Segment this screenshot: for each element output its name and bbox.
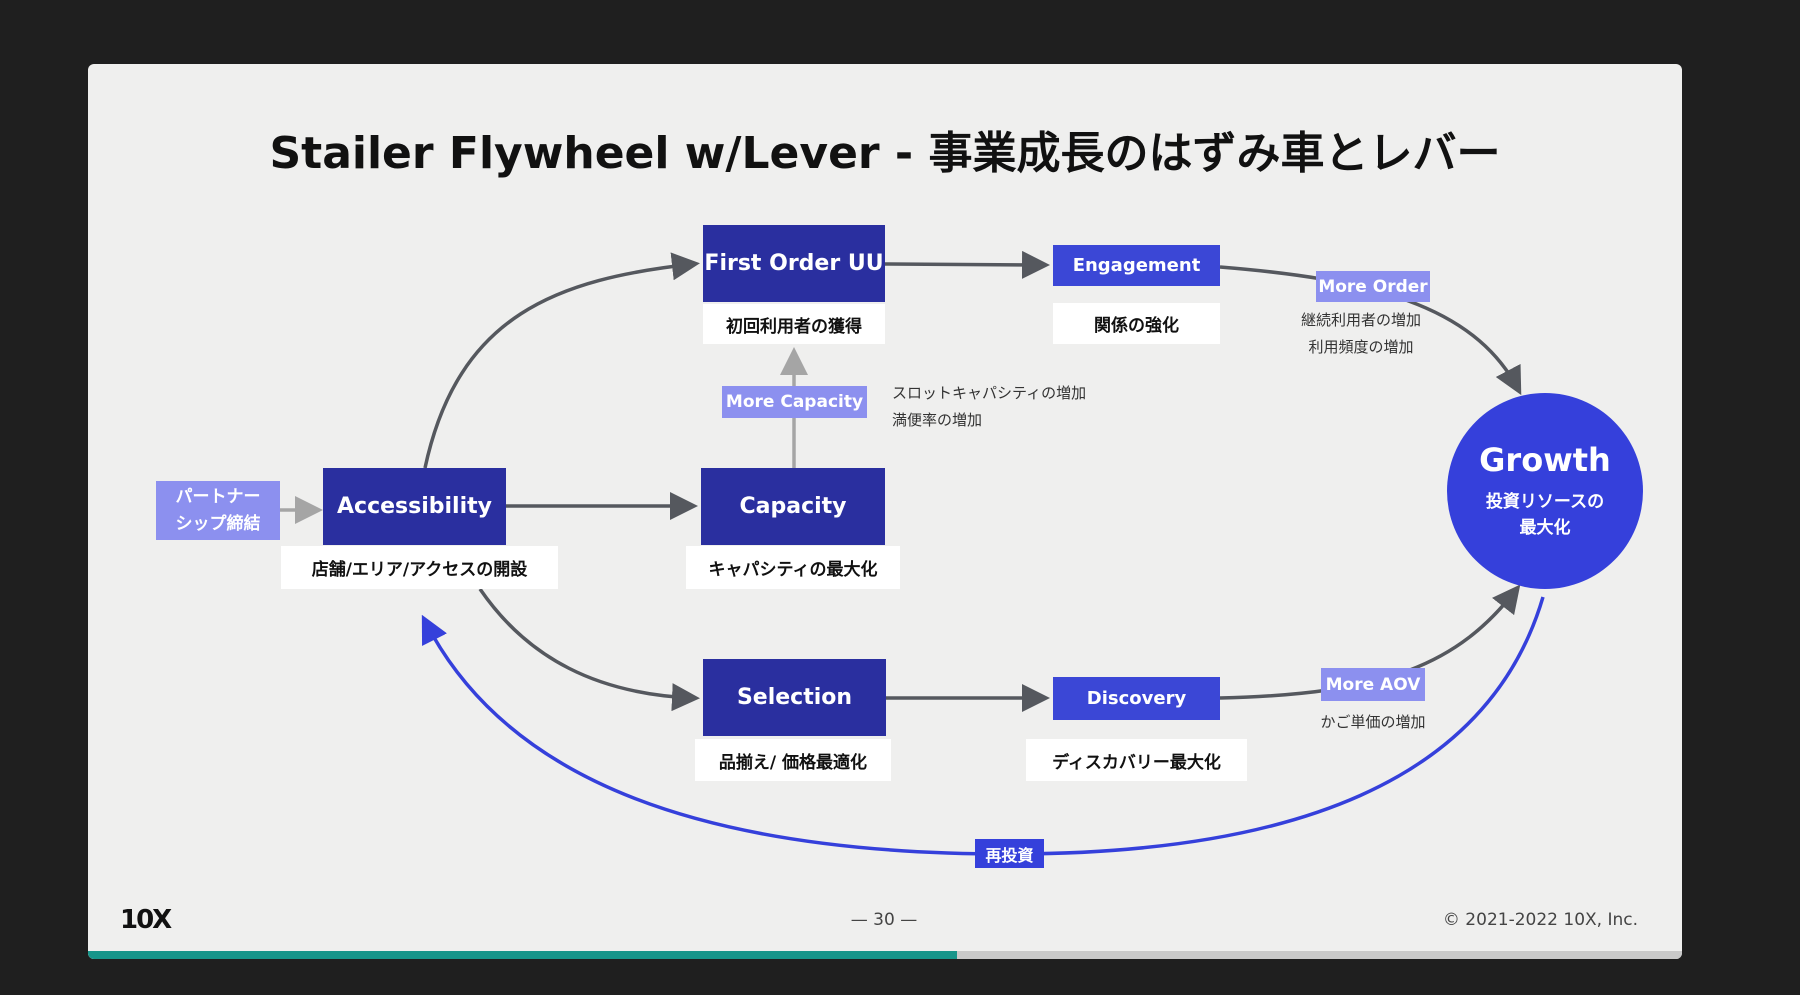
more-order-note-2: 利用頻度の増加: [1308, 338, 1414, 356]
node-capacity: Capacity: [701, 468, 885, 545]
partner-line-2: シップ締結: [175, 513, 261, 534]
arrow-accessibility-to-first-order: [423, 252, 700, 469]
slide-progress-fill: [88, 951, 957, 959]
arrow-accessibility-to-selection: [478, 588, 700, 712]
copyright: © 2021-2022 10X, Inc.: [1442, 910, 1638, 930]
growth-sub-line-1: 投資リソースの: [1485, 492, 1605, 512]
growth-label: Growth: [1479, 441, 1611, 479]
slide-title: Stailer Flywheel w/Lever - 事業成長のはずみ車とレバー: [269, 128, 1501, 179]
node-accessibility-sub: 店舗/エリア/アクセスの開設: [281, 546, 558, 589]
lever-more-order: More Order: [1316, 271, 1430, 302]
more-order-note-1: 継続利用者の増加: [1300, 311, 1421, 329]
node-growth: Growth 投資リソースの 最大化: [1447, 393, 1643, 589]
node-first-order-uu: First Order UU: [703, 225, 885, 302]
node-engagement: Engagement: [1053, 245, 1220, 286]
growth-sub: 投資リソースの 最大化: [1486, 489, 1604, 541]
node-discovery-sub: ディスカバリー最大化: [1026, 739, 1247, 781]
more-aov-note: かご単価の増加: [1320, 713, 1426, 731]
node-engagement-sub: 関係の強化: [1053, 303, 1220, 344]
node-capacity-sub: キャパシティの最大化: [686, 546, 900, 589]
page-number: — 30 —: [850, 910, 918, 930]
node-accessibility: Accessibility: [323, 468, 506, 545]
slide-progress-bar: [88, 951, 1682, 959]
company-logo: 10X: [120, 905, 172, 935]
lever-partnership: パートナー シップ締結: [156, 481, 280, 540]
arrow-first-order-to-engagement: [884, 250, 1050, 279]
more-capacity-note-2: 満便率の増加: [892, 411, 983, 429]
lever-reinvest: 再投資: [975, 839, 1044, 868]
node-discovery: Discovery: [1053, 677, 1220, 720]
slide: Stailer Flywheel w/Lever - 事業成長のはずみ車とレバー…: [88, 64, 1682, 959]
more-order-notes: 継続利用者の増加 利用頻度の増加: [1281, 307, 1441, 361]
growth-sub-line-2: 最大化: [1519, 518, 1571, 538]
more-capacity-notes: スロットキャパシティの増加 満便率の増加: [892, 380, 1086, 434]
partner-line-1: パートナー: [175, 486, 261, 507]
lever-more-aov: More AOV: [1321, 668, 1425, 701]
node-selection-sub: 品揃え/ 価格最適化: [695, 739, 891, 781]
node-selection: Selection: [703, 659, 886, 736]
lever-more-capacity: More Capacity: [722, 386, 867, 418]
more-capacity-note-1: スロットキャパシティの増加: [892, 384, 1087, 402]
node-first-order-sub: 初回利用者の獲得: [703, 304, 885, 344]
